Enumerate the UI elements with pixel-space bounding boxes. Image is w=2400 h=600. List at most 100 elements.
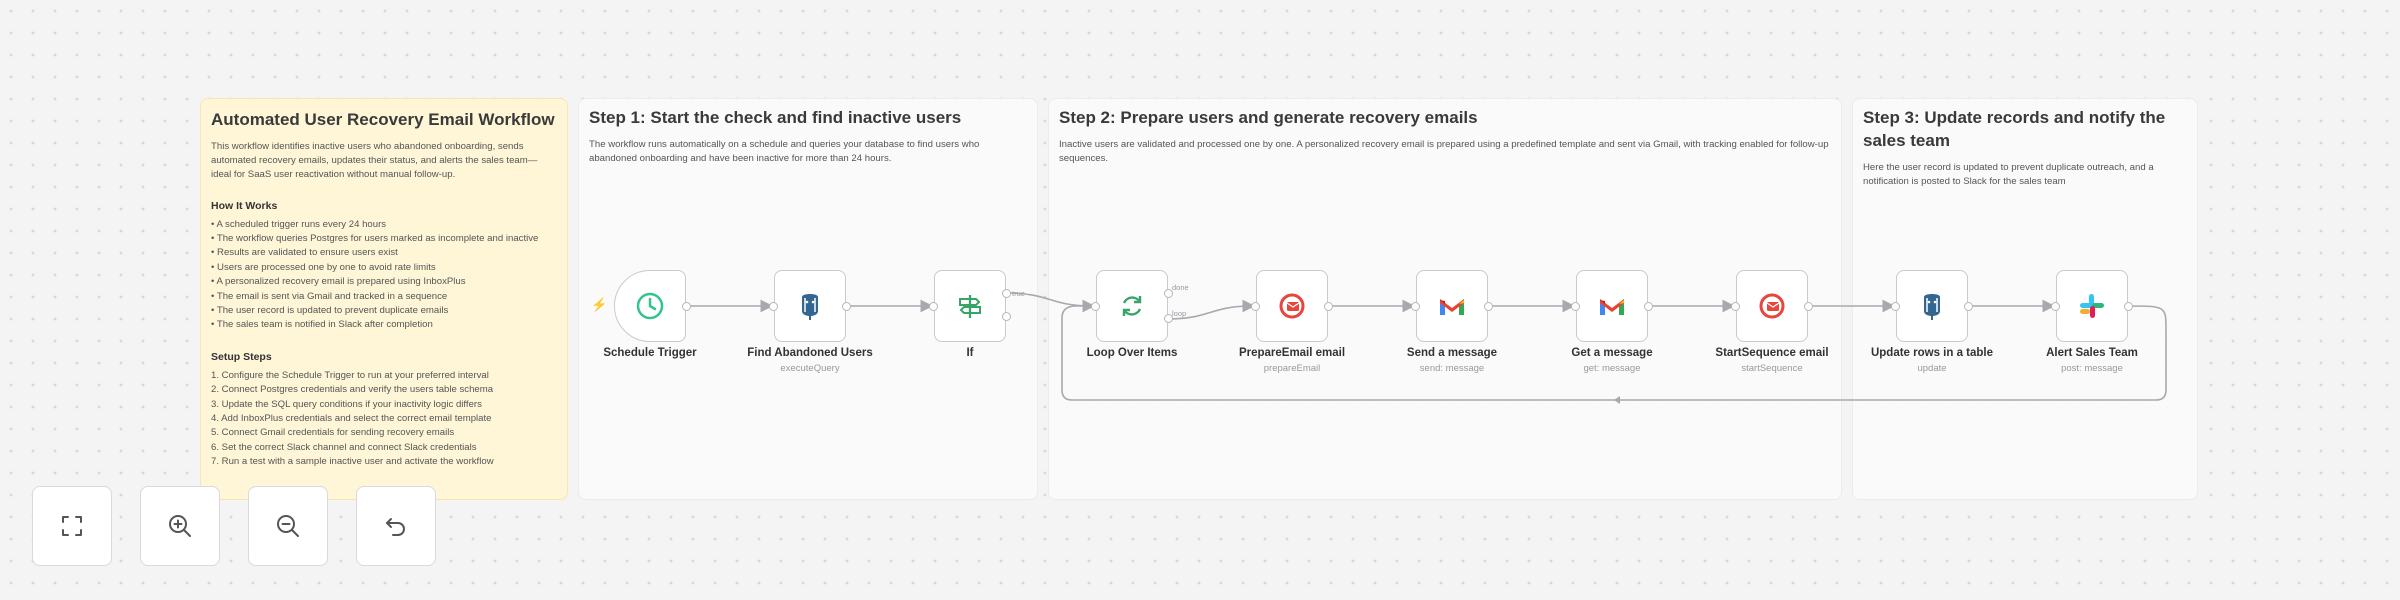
list-item: • The user record is updated to prevent … (211, 305, 449, 316)
step1-title: Step 1: Start the check and find inactiv… (589, 108, 962, 127)
node-subtitle: update (1917, 363, 1947, 374)
step2-title: Step 2: Prepare users and generate recov… (1059, 108, 1478, 127)
output-port-done[interactable] (1164, 289, 1173, 298)
postgres-icon (802, 294, 818, 320)
setup-steps-list: 1. Configure the Schedule Trigger to run… (211, 369, 557, 470)
node-subtitle: prepareEmail (1263, 363, 1321, 374)
postgres-icon (1924, 294, 1940, 320)
node-label: StartSequence email (1715, 347, 1829, 359)
signpost-icon (959, 295, 981, 318)
loop-icon (1122, 296, 1142, 316)
if-true-edge-label: true (1012, 289, 1025, 298)
node-label: If (966, 347, 974, 359)
inboxplus-icon (1279, 293, 1305, 319)
output-port[interactable] (842, 302, 851, 311)
gmail-icon (1440, 299, 1464, 315)
node-label: PrepareEmail email (1238, 347, 1346, 359)
connection-alert-back-to-loop (1061, 305, 2167, 401)
step1-text: The workflow runs automatically on a sch… (589, 138, 980, 164)
output-port[interactable] (1964, 302, 1973, 311)
input-port[interactable] (769, 302, 778, 311)
list-item: • The workflow queries Postgres for user… (211, 233, 539, 245)
output-port-true[interactable] (1002, 289, 1011, 298)
output-port[interactable] (682, 302, 691, 311)
node-label: Send a message (1406, 347, 1498, 359)
step2-text: Inactive users are validated and process… (1059, 138, 1829, 164)
trigger-bolt-icon: ⚡ (591, 297, 608, 312)
node-start-sequence[interactable] (1736, 270, 1808, 342)
list-item: 6. Set the correct Slack channel and con… (211, 441, 477, 453)
zoom-out-icon (277, 515, 299, 537)
undo-icon (386, 518, 405, 536)
node-subtitle: executeQuery (780, 363, 840, 374)
list-item: 2. Connect Postgres credentials and veri… (211, 384, 494, 396)
output-port[interactable] (2124, 302, 2133, 311)
node-label: Schedule Trigger (603, 347, 697, 359)
node-label: Alert Sales Team (2046, 347, 2138, 359)
node-subtitle: get: message (1583, 363, 1641, 374)
sticky-note-overview[interactable]: Automated User Recovery Email Workflow T… (200, 98, 568, 500)
input-port[interactable] (1731, 302, 1740, 311)
list-item: • A scheduled trigger runs every 24 hour… (211, 218, 387, 230)
step3-title: Step 3: Update records and notify the sa… (1863, 108, 2166, 150)
zoom-in-button[interactable] (140, 486, 220, 566)
overview-description: This workflow identifies inactive users … (211, 140, 538, 180)
input-port[interactable] (2051, 302, 2060, 311)
output-port-loop[interactable] (1164, 314, 1173, 323)
output-port-false[interactable] (1002, 312, 1011, 321)
node-subtitle: startSequence (1741, 363, 1803, 374)
input-port[interactable] (1091, 302, 1100, 311)
connection-loop-to-prepare (1167, 299, 1256, 320)
list-item: • The sales team is notified in Slack af… (211, 319, 433, 331)
node-if[interactable] (934, 270, 1006, 342)
input-port[interactable] (1891, 302, 1900, 311)
node-label: Loop Over Items (1086, 347, 1178, 359)
output-port[interactable] (1644, 302, 1653, 311)
list-item: • The email is sent via Gmail and tracke… (211, 290, 448, 302)
inboxplus-icon (1759, 293, 1785, 319)
list-item: • A personalized recovery email is prepa… (211, 276, 466, 288)
node-find-abandoned-users[interactable] (774, 270, 846, 342)
gmail-icon (1600, 299, 1624, 315)
clock-icon (636, 292, 664, 320)
node-loop-over-items[interactable] (1096, 270, 1168, 342)
input-port[interactable] (1411, 302, 1420, 311)
how-it-works-heading: How It Works (211, 199, 278, 212)
output-port[interactable] (1804, 302, 1813, 311)
overview-title: Automated User Recovery Email Workflow (211, 110, 555, 129)
input-port[interactable] (1251, 302, 1260, 311)
node-send-message[interactable] (1416, 270, 1488, 342)
list-item: • Results are validated to ensure users … (211, 247, 398, 259)
node-subtitle: post: message (2061, 363, 2123, 374)
setup-steps-heading: Setup Steps (211, 350, 272, 363)
list-item: 5. Connect Gmail credentials for sending… (211, 427, 455, 439)
loop-done-edge-label: done (1172, 283, 1189, 292)
node-label: Find Abandoned Users (747, 347, 873, 359)
fit-view-button[interactable] (32, 486, 112, 566)
loop-back-arrow (1614, 396, 1620, 404)
zoom-in-icon (169, 515, 191, 537)
node-get-message[interactable] (1576, 270, 1648, 342)
loop-loop-edge-label: loop (1172, 309, 1186, 318)
list-item: 1. Configure the Schedule Trigger to run… (211, 369, 489, 381)
list-item: 7. Run a test with a sample inactive use… (211, 456, 494, 468)
how-it-works-list: • A scheduled trigger runs every 24 hour… (211, 218, 557, 333)
list-item: • Users are processed one by one to avoi… (211, 261, 436, 273)
node-alert-sales-team[interactable] (2056, 270, 2128, 342)
input-port[interactable] (1571, 302, 1580, 311)
list-item: 3. Update the SQL query conditions if yo… (211, 398, 482, 410)
output-port[interactable] (1324, 302, 1333, 311)
node-prepare-email[interactable] (1256, 270, 1328, 342)
node-schedule-trigger[interactable] (614, 270, 686, 342)
node-label: Get a message (1571, 347, 1653, 359)
zoom-out-button[interactable] (248, 486, 328, 566)
undo-button[interactable] (356, 486, 436, 566)
node-subtitle: send: message (1419, 363, 1485, 374)
input-port[interactable] (929, 302, 938, 311)
node-update-rows[interactable] (1896, 270, 1968, 342)
output-port[interactable] (1484, 302, 1493, 311)
step3-text: Here the user record is updated to preve… (1863, 161, 2154, 187)
node-label: Update rows in a table (1870, 347, 1994, 359)
slack-icon (2080, 294, 2104, 318)
